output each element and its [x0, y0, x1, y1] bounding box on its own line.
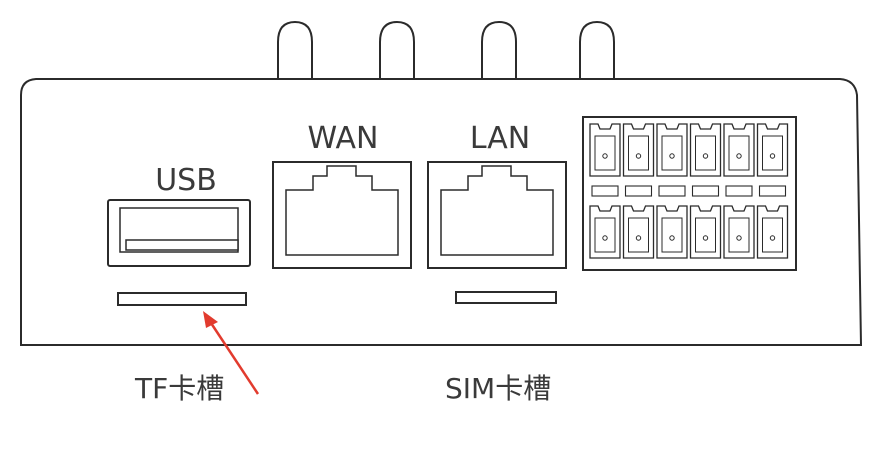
tf-pointer-arrow	[203, 311, 260, 395]
tf-slot-label: TF卡槽	[134, 372, 224, 405]
terminal-cell	[723, 123, 755, 177]
antenna-4	[579, 20, 615, 83]
tf-card-slot	[117, 292, 247, 306]
terminal-cell	[589, 123, 621, 177]
antenna-1	[277, 20, 313, 83]
antennas	[277, 20, 615, 83]
terminal-cell	[756, 123, 789, 177]
lan-port	[427, 161, 567, 269]
terminal-separator	[624, 185, 653, 197]
lan-label: LAN	[470, 121, 530, 156]
terminal-cell	[689, 205, 722, 259]
terminal-block	[582, 116, 797, 271]
terminal-separator	[758, 185, 787, 197]
terminal-cell	[689, 123, 722, 177]
terminal-separator	[658, 185, 686, 197]
terminal-cells	[589, 123, 789, 259]
terminal-cell	[723, 205, 755, 259]
terminal-cell	[656, 205, 688, 259]
terminal-cell	[756, 205, 789, 259]
wan-label: WAN	[308, 121, 379, 156]
terminal-cell	[589, 205, 621, 259]
terminal-cell	[622, 123, 655, 177]
usb-port	[107, 199, 251, 267]
terminal-separator	[591, 185, 619, 197]
terminal-cell	[656, 123, 688, 177]
sim-slot-label: SIM卡槽	[445, 372, 551, 405]
terminal-cell	[622, 205, 655, 259]
antenna-2	[379, 20, 415, 83]
terminal-separator	[691, 185, 720, 197]
terminal-separator	[725, 185, 753, 197]
usb-label: USB	[155, 163, 217, 198]
wan-port	[272, 161, 412, 269]
sim-card-slot	[455, 291, 557, 304]
antenna-3	[481, 20, 517, 83]
